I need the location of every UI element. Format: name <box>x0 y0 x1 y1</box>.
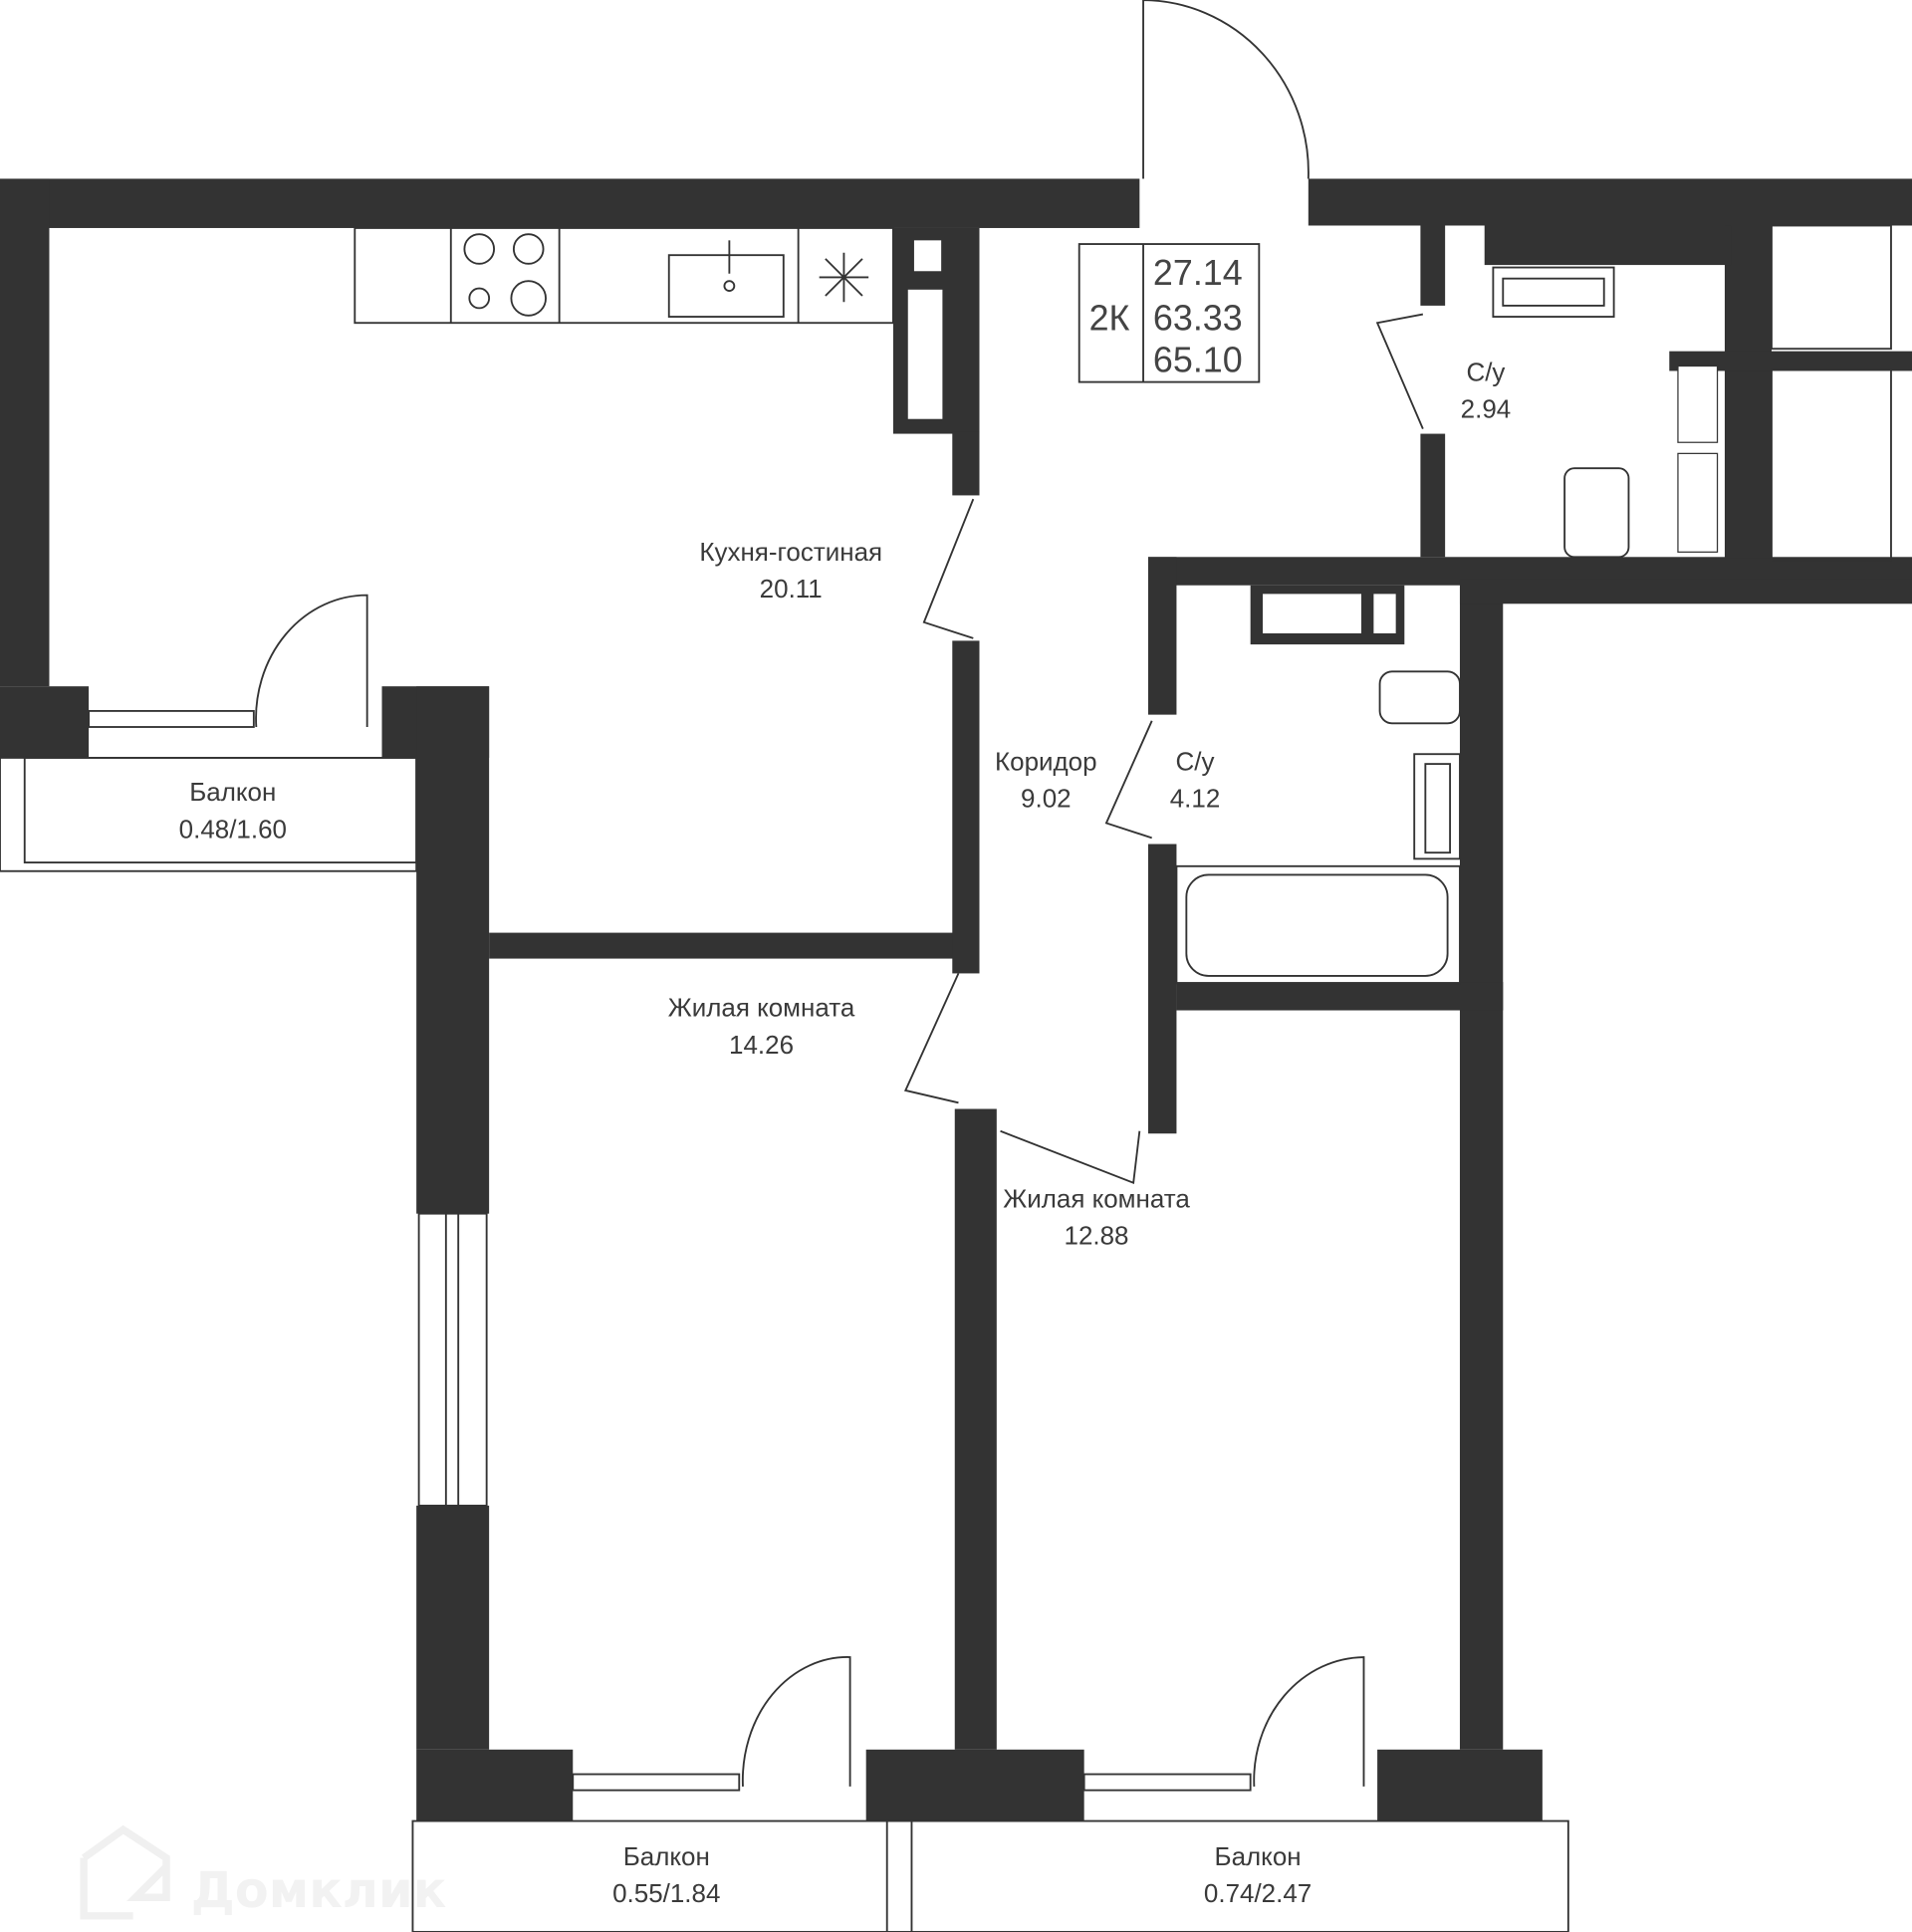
room-name: Балкон <box>1215 1841 1302 1871</box>
room-name: С/у <box>1176 746 1215 776</box>
fixtures <box>88 0 1892 1792</box>
room-name: Балкон <box>623 1841 710 1871</box>
room-area: 0.48/1.60 <box>179 814 287 844</box>
room-name: Кухня-гостиная <box>699 537 882 567</box>
summary-box: 2К 27.14 63.33 65.10 <box>1089 253 1243 380</box>
svg-text:Домклик: Домклик <box>191 1861 447 1919</box>
room-area: 0.74/2.47 <box>1204 1878 1312 1908</box>
room-name: Жилая комната <box>1003 1183 1190 1213</box>
room-name: Жилая комната <box>668 993 855 1023</box>
svg-text:63.33: 63.33 <box>1153 299 1243 339</box>
svg-text:2К: 2К <box>1089 299 1130 339</box>
room-name: С/у <box>1466 357 1505 386</box>
room-area: 9.02 <box>1021 783 1072 813</box>
room-area: 20.11 <box>760 574 823 604</box>
room-area: 2.94 <box>1461 393 1512 423</box>
walls <box>0 178 1912 1821</box>
watermark: Домклик <box>80 1824 447 1920</box>
room-name: Коридор <box>995 746 1097 776</box>
svg-text:65.10: 65.10 <box>1153 341 1243 380</box>
room-area: 4.12 <box>1170 783 1221 813</box>
room-name: Балкон <box>189 777 276 807</box>
room-area: 0.55/1.84 <box>612 1878 720 1908</box>
room-area: 12.88 <box>1065 1221 1129 1251</box>
svg-text:27.14: 27.14 <box>1153 253 1243 293</box>
room-area: 14.26 <box>729 1030 794 1060</box>
